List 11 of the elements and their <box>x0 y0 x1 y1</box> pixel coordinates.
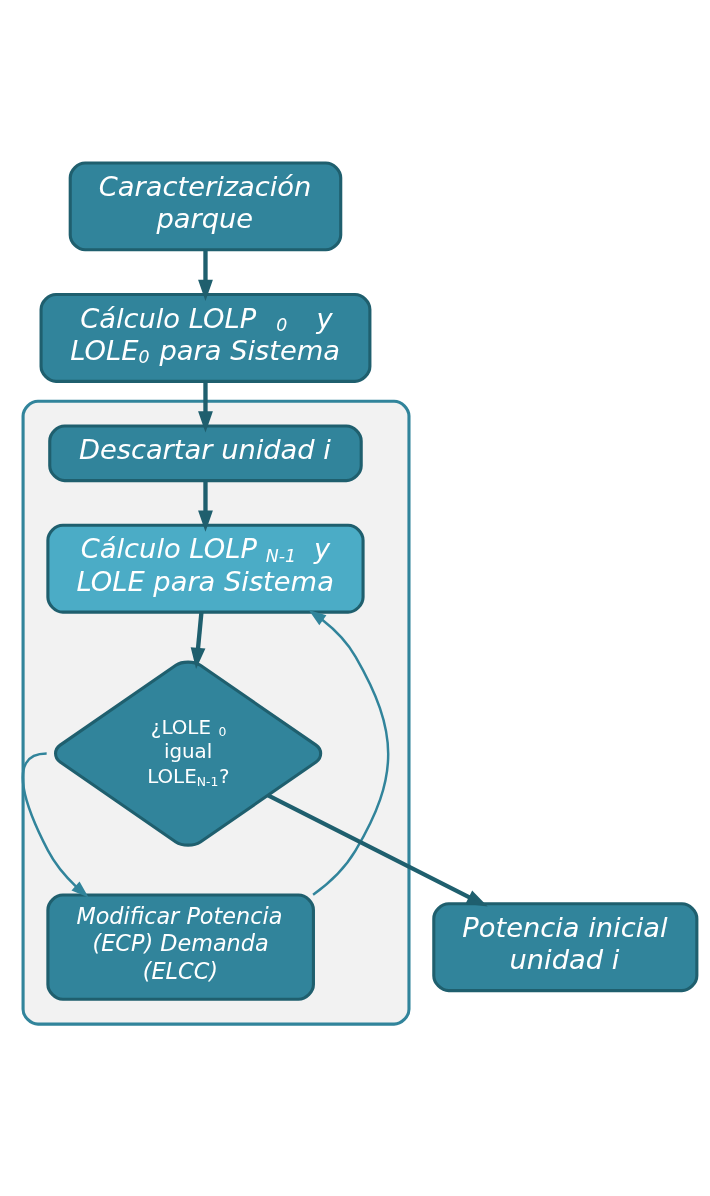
arrow <box>198 480 213 532</box>
arrow <box>308 609 390 896</box>
arrow <box>267 792 488 907</box>
arrow <box>190 611 206 669</box>
node-box: Caracterización parque <box>68 160 343 251</box>
arrow <box>21 751 89 897</box>
node-box: Modificar Potencia (ECP) Demanda (ELCC) <box>46 893 315 1001</box>
node-box: Descartar unidad i <box>48 423 363 482</box>
arrow <box>198 249 213 301</box>
node-box: Potencia inicial unidad i <box>432 901 699 992</box>
arrow <box>198 381 213 432</box>
